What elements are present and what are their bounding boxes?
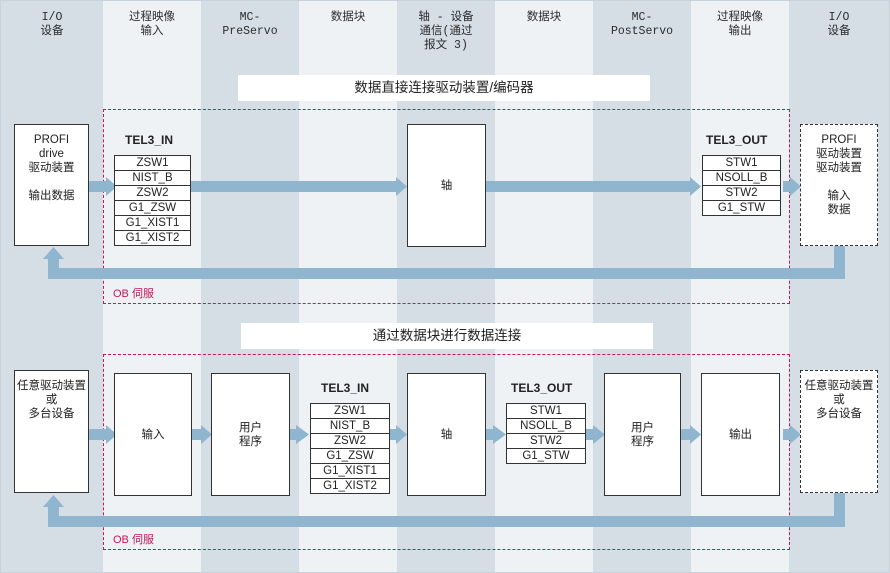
column-header: 数据块 bbox=[526, 11, 562, 24]
column-header: 过程映像 输入 bbox=[129, 11, 175, 38]
column-header: MC- PreServo bbox=[222, 11, 278, 38]
arrow-shaft bbox=[783, 181, 790, 192]
tel3-out-title: TEL3_OUT bbox=[706, 133, 768, 147]
tel3-out-field: NSOLL_B bbox=[506, 418, 586, 434]
input-box: 输入 bbox=[114, 373, 192, 496]
tel3-out-field: STW1 bbox=[702, 155, 781, 171]
tel3-in-field: G1_XIST2 bbox=[114, 230, 191, 246]
any-drive-device-left: 任意驱动装置 或 多台设备 bbox=[14, 370, 89, 493]
return-shaft bbox=[834, 493, 845, 527]
tel3-in-field: ZSW1 bbox=[310, 403, 390, 419]
arrow-head bbox=[106, 425, 117, 444]
tel3-in-title: TEL3_IN bbox=[125, 133, 174, 147]
arrow-head bbox=[790, 425, 801, 444]
ob-servo-label-2: OB 伺服 bbox=[113, 534, 154, 546]
return-shaft bbox=[48, 259, 59, 279]
arrow-head bbox=[690, 177, 701, 196]
arrow-head bbox=[296, 425, 309, 444]
arrow-head bbox=[201, 425, 212, 444]
tel3-in-field: ZSW1 bbox=[114, 155, 191, 171]
arrow-head bbox=[106, 177, 117, 196]
ob-servo-region-2 bbox=[103, 354, 790, 550]
tel3-in-field: G1_XIST2 bbox=[310, 478, 390, 494]
tel3-out-table: STW1 NSOLL_B STW2 G1_STW bbox=[702, 155, 781, 216]
arrow-shaft bbox=[286, 429, 296, 440]
return-arrow-head bbox=[43, 247, 64, 259]
tel3-in-field: G1_ZSW bbox=[114, 200, 191, 216]
tel3-out-title: TEL3_OUT bbox=[511, 381, 573, 395]
arrow-shaft bbox=[485, 429, 493, 440]
tel3-out-field: STW2 bbox=[506, 433, 586, 449]
return-shaft bbox=[48, 516, 845, 527]
tel3-in-field: NIST_B bbox=[310, 418, 390, 434]
section2-banner: 通过数据块进行数据连接 bbox=[241, 323, 653, 349]
arrow-shaft bbox=[389, 429, 396, 440]
arrow-shaft bbox=[191, 429, 201, 440]
arrow-shaft bbox=[585, 429, 593, 440]
any-drive-device-right: 任意驱动装置 或 多台设备 bbox=[800, 370, 878, 493]
tel3-out-field: G1_STW bbox=[702, 200, 781, 216]
arrow-head bbox=[396, 177, 407, 196]
tel3-in-field: NIST_B bbox=[114, 170, 191, 186]
arrow-shaft bbox=[191, 181, 396, 192]
ob-servo-label-1: OB 伺服 bbox=[113, 288, 154, 300]
arrow-shaft bbox=[783, 429, 790, 440]
tel3-out-field: STW1 bbox=[506, 403, 586, 419]
return-shaft bbox=[834, 245, 845, 279]
tel3-in-field: G1_ZSW bbox=[310, 448, 390, 464]
arrow-head bbox=[790, 177, 801, 196]
tel3-out-field: NSOLL_B bbox=[702, 170, 781, 186]
arrow-head bbox=[396, 425, 407, 444]
column-header: 数据块 bbox=[330, 11, 366, 24]
tel3-in-field: ZSW2 bbox=[310, 433, 390, 449]
section1-banner: 数据直接连接驱动装置/编码器 bbox=[238, 75, 650, 101]
column-header: I/O 设备 bbox=[40, 11, 64, 38]
tel3-in-field: ZSW2 bbox=[114, 185, 191, 201]
profidrive-input-device: PROFI 驱动装置 驱动装置 输入 数据 bbox=[800, 124, 878, 246]
axis-box: 轴 bbox=[407, 373, 486, 496]
profidrive-output-device: PROFI drive 驱动装置 输出数据 bbox=[14, 124, 89, 246]
arrow-shaft bbox=[88, 181, 106, 192]
arrow-head bbox=[493, 425, 506, 444]
arrow-head bbox=[690, 425, 701, 444]
return-shaft bbox=[48, 268, 845, 279]
tel3-in-table: ZSW1 NIST_B ZSW2 G1_ZSW G1_XIST1 G1_XIST… bbox=[310, 403, 390, 494]
tel3-out-field: G1_STW bbox=[506, 448, 586, 464]
return-shaft bbox=[48, 507, 59, 527]
arrow-shaft bbox=[680, 429, 690, 440]
tel3-in-field: G1_XIST1 bbox=[114, 215, 191, 231]
user-program-box-right: 用户 程序 bbox=[604, 373, 681, 496]
tel3-in-table: ZSW1 NIST_B ZSW2 G1_ZSW G1_XIST1 G1_XIST… bbox=[114, 155, 191, 246]
arrow-head bbox=[593, 425, 605, 444]
tel3-in-field: G1_XIST1 bbox=[310, 463, 390, 479]
column-header: 过程映像 输出 bbox=[717, 11, 763, 38]
arrow-shaft bbox=[88, 429, 106, 440]
axis-box: 轴 bbox=[407, 124, 486, 247]
column-header: MC- PostServo bbox=[610, 11, 674, 38]
column-header: 轴 - 设备 通信(通过 报文 3) bbox=[418, 11, 474, 52]
column-header: I/O 设备 bbox=[827, 11, 851, 38]
tel3-out-field: STW2 bbox=[702, 185, 781, 201]
return-arrow-head bbox=[43, 495, 64, 507]
ob-servo-region-1 bbox=[103, 109, 790, 304]
output-box: 输出 bbox=[701, 373, 780, 496]
user-program-box-left: 用户 程序 bbox=[211, 373, 290, 496]
tel3-out-table: STW1 NSOLL_B STW2 G1_STW bbox=[506, 403, 586, 464]
tel3-in-title: TEL3_IN bbox=[321, 381, 370, 395]
arrow-shaft bbox=[485, 181, 690, 192]
